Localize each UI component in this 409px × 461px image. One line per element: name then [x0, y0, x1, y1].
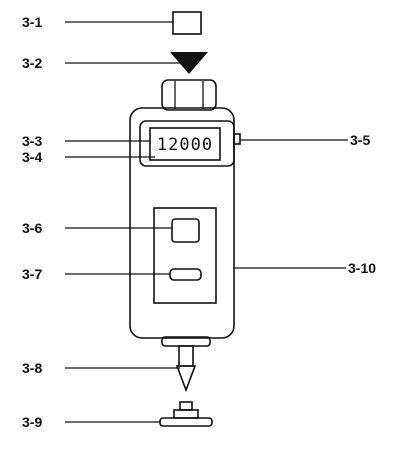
control-panel	[153, 207, 217, 304]
wheel-adapter	[159, 401, 213, 427]
cone-contact-tip	[175, 345, 197, 393]
callout-3-1: 3-1	[22, 14, 42, 30]
memory-button-knob	[233, 133, 241, 145]
instrument-body	[129, 107, 235, 339]
reflective-tape-part	[172, 11, 202, 35]
callout-3-5: 3-5	[350, 132, 370, 148]
direction-marker-triangle	[170, 52, 208, 74]
measure-button	[171, 218, 200, 243]
callout-3-4: 3-4	[22, 149, 42, 165]
sensor-head	[161, 79, 217, 111]
callout-3-2: 3-2	[22, 55, 42, 71]
callout-3-3: 3-3	[22, 133, 42, 149]
lcd-display	[149, 127, 221, 161]
lcd-reading: 12000	[157, 135, 213, 155]
callout-3-6: 3-6	[22, 220, 42, 236]
function-switch	[169, 268, 202, 281]
callout-3-10: 3-10	[348, 260, 376, 276]
callout-3-7: 3-7	[22, 266, 42, 282]
callout-3-9: 3-9	[22, 414, 42, 430]
callout-3-8: 3-8	[22, 360, 42, 376]
